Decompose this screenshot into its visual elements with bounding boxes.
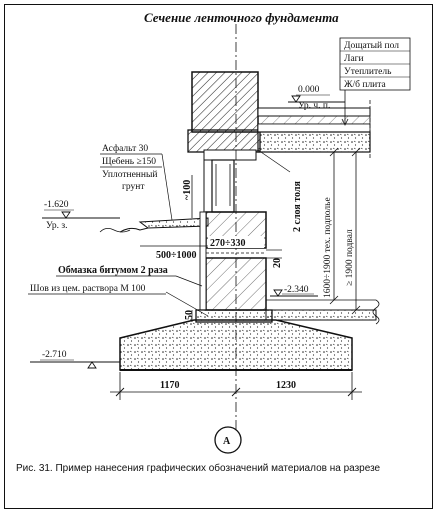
insulation-strip <box>203 149 257 161</box>
floor-insulation <box>257 123 371 133</box>
diagram-title: Сечение ленточного фундамента <box>144 10 339 25</box>
joint-thickness-dimension: 20 <box>272 258 283 268</box>
figure-caption: Рис. 31. Пример нанесения графических об… <box>16 463 381 474</box>
floor-level-label: Ур. ч. п. <box>298 101 330 111</box>
blind-area-layer: Щебень ≥150 <box>102 156 156 167</box>
pad-height-dimension: 50 <box>184 310 195 320</box>
floor-layer-label: Дощатый пол <box>344 40 399 51</box>
floor-level-value: 0.000 <box>298 85 320 95</box>
floor-layer-label: Ж/б плита <box>344 79 387 90</box>
block-width-dimension: 270÷330 <box>210 238 246 249</box>
ground-level-label: Ур. з. <box>46 221 68 231</box>
bottom-level-value: -2.710 <box>42 350 67 360</box>
brick-wall <box>191 71 259 133</box>
blind-area-layer: Асфальт 30 <box>102 143 148 154</box>
floor-joists <box>257 115 371 125</box>
underfloor-height-dimension: 1600÷1900 тех. подполье <box>323 197 333 298</box>
mortar-joint-note: Шов из цем. раствора М 100 <box>30 284 146 294</box>
concrete-slab <box>257 131 371 153</box>
section-marker-letter: А <box>223 436 231 447</box>
footing-dimension: 1170 1230 <box>110 372 362 400</box>
page-frame <box>4 4 433 509</box>
floor-layer-labels: Дощатый пол Лаги Утеплитель Ж/б плита <box>339 37 411 126</box>
bitumen-note: Обмазка битумом 2 раза <box>58 265 168 276</box>
section-marker-circle <box>214 426 242 454</box>
floor-layer-label: Утеплитель <box>344 67 392 77</box>
blind-area-layer: грунт <box>122 182 145 192</box>
footing-left-dimension: 1170 <box>160 380 179 391</box>
blind-area-layer: Уплотненный <box>102 169 157 180</box>
footing-right-dimension: 1230 <box>276 380 296 391</box>
floor-layer-label: Лаги <box>344 54 364 64</box>
basement-level-mark: -2.340 <box>270 285 318 297</box>
blind-area-width-dimension: 500÷1000 <box>156 250 197 261</box>
ground-level-mark: -1.620 Ур. з. <box>42 200 120 231</box>
wall-base <box>187 129 261 153</box>
blind-area <box>99 217 209 233</box>
membrane-note: 2 слоя толя <box>292 180 303 232</box>
basement-height-dimension: ≥ 1900 подвал <box>345 229 355 286</box>
ground-level-value: -1.620 <box>44 200 69 210</box>
plinth-gap-dimension: ~100 <box>182 180 193 200</box>
bottom-level-mark: -2.710 <box>30 350 120 369</box>
bitumen-coating <box>199 211 207 311</box>
basement-level-value: -2.340 <box>284 285 309 295</box>
plinth <box>211 159 235 213</box>
basement-floor <box>265 299 380 325</box>
blind-area-labels: Асфальт 30 Щебень ≥150 Уплотненный грунт <box>100 143 173 221</box>
